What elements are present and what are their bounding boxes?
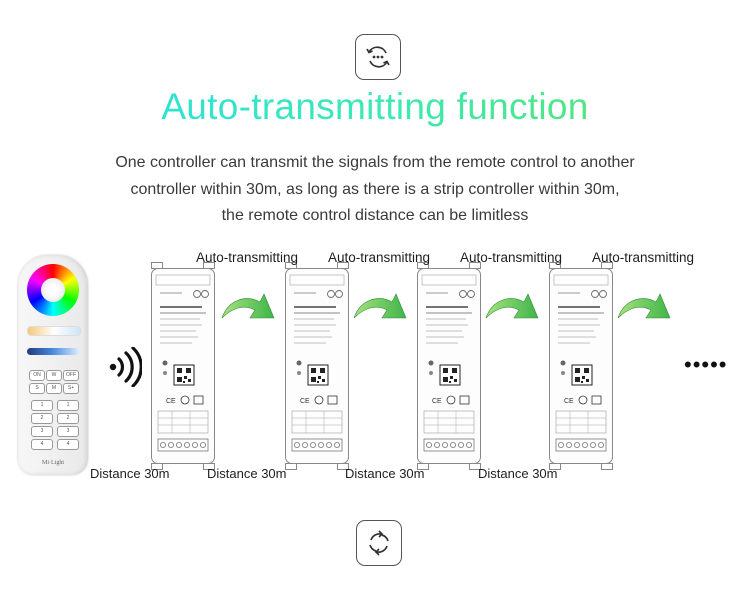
- distance-label: Distance 30m: [207, 466, 287, 481]
- refresh-chat-icon: [355, 34, 401, 80]
- remote-button: S: [29, 383, 45, 394]
- remote-button: 4: [31, 439, 53, 450]
- mounting-tab: [285, 463, 297, 470]
- mounting-tab: [203, 463, 215, 470]
- continuation-dots: •••••: [684, 352, 728, 377]
- remote-button: 1: [57, 400, 79, 411]
- remote-button: ON: [29, 370, 45, 381]
- description-line: the remote control distance can be limit…: [221, 207, 529, 224]
- strip-controller-image: CE: [417, 262, 481, 470]
- controller-details: CE: [155, 274, 211, 452]
- mounting-tab: [549, 262, 561, 269]
- remote-button: 2: [57, 413, 79, 424]
- mounting-tab: [417, 262, 429, 269]
- page-title: Auto-transmitting function: [0, 86, 750, 128]
- remote-brand-logo: Mi·Light: [42, 460, 64, 466]
- remote-button: M: [46, 383, 62, 394]
- auto-transmitting-label: Auto-transmitting: [196, 250, 299, 265]
- strip-controller-image: CE: [285, 262, 349, 470]
- description-line: One controller can transmit the signals …: [115, 154, 635, 171]
- controller-details: CE: [421, 274, 477, 452]
- mounting-tab: [601, 262, 613, 269]
- mounting-tab: [469, 262, 481, 269]
- mounting-tab: [337, 463, 349, 470]
- svg-text:CE: CE: [432, 398, 442, 405]
- svg-text:CE: CE: [300, 398, 310, 405]
- distance-label: Distance 30m: [345, 466, 425, 481]
- brightness-bar: [27, 348, 79, 355]
- green-arrow-icon: [616, 288, 674, 335]
- svg-text:CE: CE: [564, 398, 574, 405]
- description-line: controller within 30m, as long as there …: [130, 180, 620, 198]
- svg-text:CE: CE: [166, 398, 176, 405]
- remote-button: 2: [31, 413, 53, 424]
- controller-details: CE: [553, 274, 609, 452]
- green-arrow-icon: [220, 288, 278, 335]
- distance-label: Distance 30m: [478, 466, 558, 481]
- mounting-tab: [151, 262, 163, 269]
- remote-button: 4: [57, 439, 79, 450]
- controller-details: CE: [289, 274, 345, 452]
- mounting-tab: [417, 463, 429, 470]
- mounting-tab: [337, 262, 349, 269]
- auto-transmitting-label: Auto-transmitting: [328, 250, 431, 265]
- mounting-tab: [601, 463, 613, 470]
- mounting-tab: [469, 463, 481, 470]
- mounting-tab: [151, 463, 163, 470]
- wireless-signal-icon: [108, 346, 143, 392]
- strip-controller-image: CE: [549, 262, 613, 470]
- mounting-tab: [285, 262, 297, 269]
- color-temperature-bar: [27, 326, 81, 336]
- remote-button: W: [46, 370, 62, 381]
- remote-button: 3: [31, 426, 53, 437]
- sync-arrows-icon: [356, 520, 402, 566]
- description: One controller can transmit the signals …: [0, 150, 750, 230]
- auto-transmitting-label: Auto-transmitting: [592, 250, 695, 265]
- auto-transmitting-label: Auto-transmitting: [460, 250, 563, 265]
- mounting-tab: [549, 463, 561, 470]
- remote-button: OFF: [63, 370, 79, 381]
- strip-controller-image: CE: [151, 262, 215, 470]
- distance-label: Distance 30m: [90, 466, 170, 481]
- color-wheel-center: [41, 278, 65, 302]
- remote-button: 3: [57, 426, 79, 437]
- remote-button: S+: [63, 383, 79, 394]
- green-arrow-icon: [484, 288, 542, 335]
- remote-button: 1: [31, 400, 53, 411]
- mounting-tab: [203, 262, 215, 269]
- green-arrow-icon: [352, 288, 410, 335]
